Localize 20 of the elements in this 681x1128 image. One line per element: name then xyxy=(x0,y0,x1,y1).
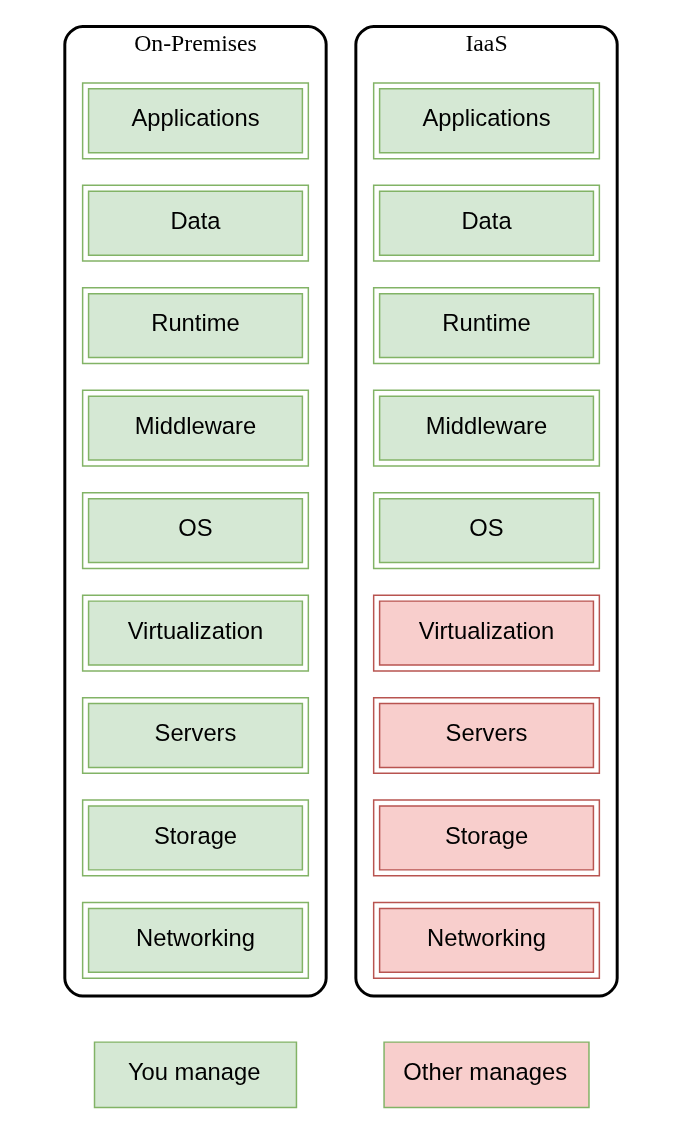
node-box: Middleware xyxy=(81,389,309,467)
node-box: Runtime xyxy=(81,287,309,365)
node-box: Virtualization xyxy=(81,594,309,672)
node-box: Applications xyxy=(81,82,309,160)
node-box: Data xyxy=(81,184,309,262)
node-box: Applications xyxy=(372,82,600,160)
node-box: OS xyxy=(81,492,309,570)
node-box: Servers xyxy=(81,696,309,775)
node-box: Data xyxy=(372,184,600,262)
legend-label: Other manages xyxy=(402,1058,567,1086)
node-box: Runtime xyxy=(372,287,600,365)
node-box: Networking xyxy=(372,901,600,979)
node-box: Middleware xyxy=(372,389,600,467)
node-box: Servers xyxy=(372,696,600,775)
node-box: Virtualization xyxy=(372,594,600,672)
node-box: Networking xyxy=(81,901,309,979)
legend-label: You manage xyxy=(127,1058,260,1086)
node-box: OS xyxy=(372,492,600,570)
node-box: Storage xyxy=(81,799,309,877)
node-box: Storage xyxy=(372,799,600,877)
